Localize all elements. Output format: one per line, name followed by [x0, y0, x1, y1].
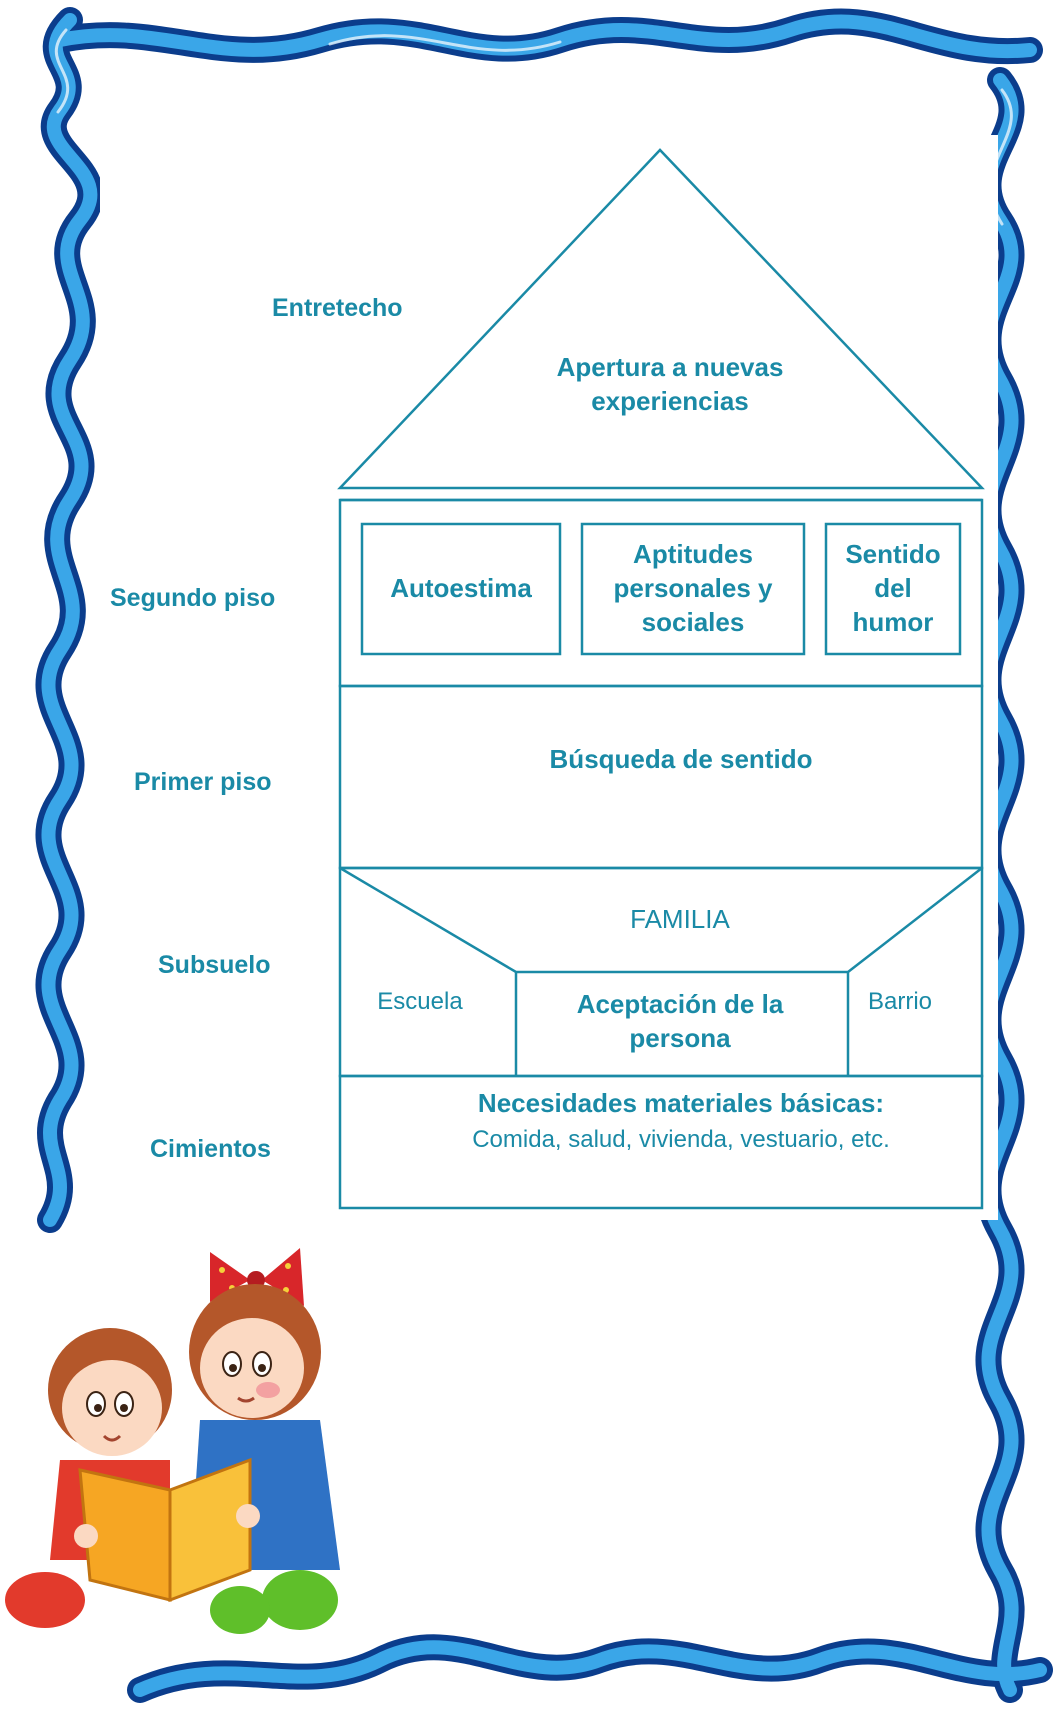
basement-aceptacion: Aceptación de la persona: [576, 989, 784, 1053]
first-floor-text: Búsqueda de sentido: [549, 744, 813, 775]
foundation-items: Comida, salud, vivienda, vestuario, etc.: [472, 1126, 890, 1154]
box-sentido-humor: Sentido del humor: [845, 539, 941, 637]
basement-barrio: Barrio: [867, 988, 933, 1016]
level-label-basement: Subsuelo: [158, 951, 271, 979]
box-autoestima: Autoestima: [390, 573, 532, 604]
box-aptitudes-outline: [580, 522, 806, 656]
box-humor-outline: [824, 522, 962, 656]
roof-text: Apertura a nuevas experiencias: [556, 352, 784, 416]
level-label-second-floor: Segundo piso: [110, 584, 276, 612]
box-aptitudes: Aptitudes personales y sociales: [613, 539, 773, 637]
box-autoestima-outline: [360, 522, 562, 656]
level-label-foundation: Cimientos: [150, 1135, 271, 1163]
basement-escuela: Escuela: [377, 988, 463, 1016]
level-label-first-floor: Primer piso: [134, 768, 272, 796]
children-reading-book-icon: [5, 1248, 340, 1634]
basement-familia: FAMILIA: [630, 904, 730, 935]
foundation-title: Necesidades materiales básicas:: [477, 1088, 885, 1119]
level-label-attic: Entretecho: [272, 294, 403, 322]
foundation-outline: [338, 1074, 984, 1210]
bow-icon: [210, 1248, 304, 1306]
roof-outline: [337, 148, 985, 490]
